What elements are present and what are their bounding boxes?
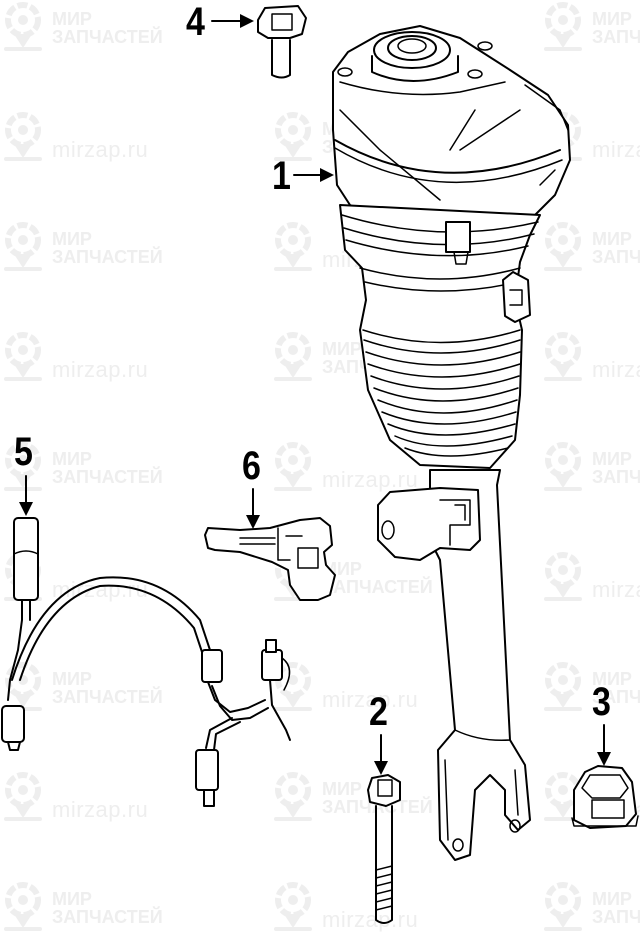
air-strut-part[interactable] bbox=[332, 25, 571, 861]
bracket-part[interactable] bbox=[204, 517, 336, 601]
upper-bolt-part[interactable] bbox=[257, 5, 307, 79]
callout-2[interactable]: 2 bbox=[369, 690, 388, 734]
arrow-icon bbox=[320, 168, 334, 182]
nut-part[interactable] bbox=[571, 765, 639, 829]
callout-3[interactable]: 3 bbox=[592, 680, 611, 724]
leader-arrows bbox=[19, 14, 611, 775]
arrow-icon bbox=[246, 515, 260, 529]
arrow-icon bbox=[240, 14, 254, 28]
callout-4[interactable]: 4 bbox=[186, 0, 205, 44]
arrow-icon bbox=[374, 761, 388, 775]
wiring-harness-part[interactable] bbox=[1, 517, 291, 807]
callout-1[interactable]: 1 bbox=[272, 154, 291, 198]
callout-5[interactable]: 5 bbox=[14, 430, 33, 474]
arrow-icon bbox=[597, 752, 611, 766]
arrow-icon bbox=[19, 502, 33, 516]
lower-bolt-part[interactable] bbox=[367, 774, 401, 924]
callout-6[interactable]: 6 bbox=[242, 444, 261, 488]
